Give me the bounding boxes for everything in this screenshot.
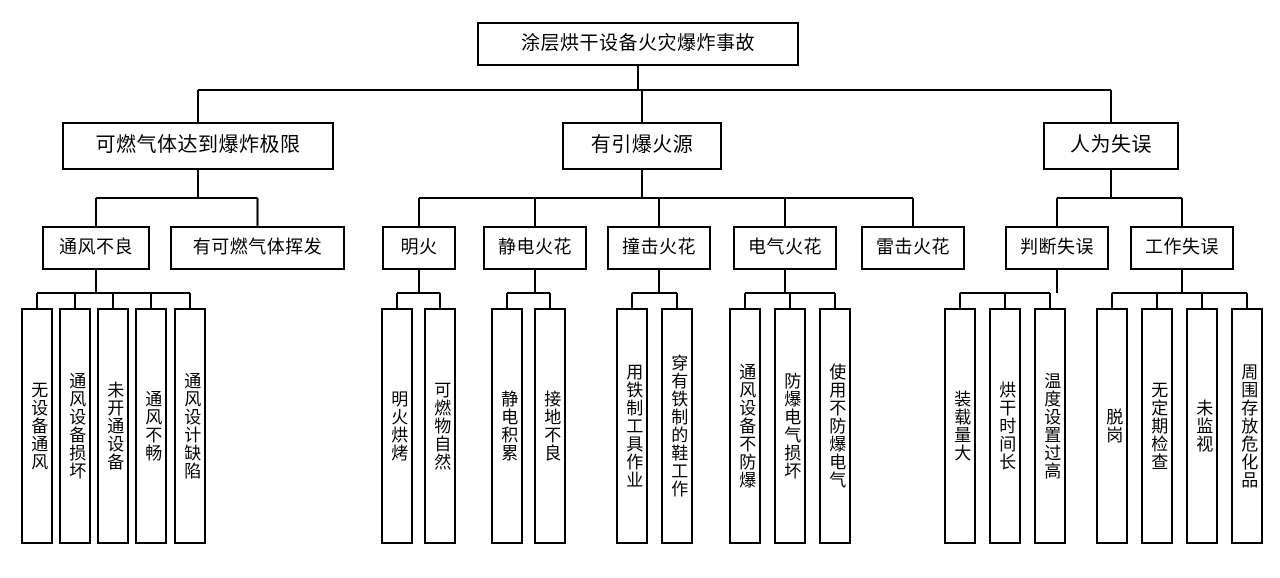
node-label: 可燃气体达到爆炸极限	[95, 134, 301, 157]
leaf-node-8[interactable]: 接地不良	[534, 308, 566, 544]
leaf-node-7[interactable]: 静电积累	[491, 308, 523, 544]
node-label: 温度设置过高	[1041, 372, 1061, 480]
leaf-node-0[interactable]: 无设备通风	[21, 308, 53, 544]
level2-node-7[interactable]: 判断失误	[1005, 226, 1109, 270]
level2-node-5[interactable]: 电气火花	[733, 226, 837, 270]
node-label: 涂层烘干设备火灾爆炸事故	[520, 32, 755, 54]
node-label: 烘干时间长	[996, 381, 1016, 471]
node-label: 脱岗	[1103, 408, 1123, 444]
level2-node-1[interactable]: 有可燃气体挥发	[170, 226, 345, 270]
leaf-node-10[interactable]: 穿有铁制的鞋工作	[661, 308, 693, 544]
level2-node-2[interactable]: 明火	[382, 226, 456, 270]
node-label: 周围存放危化品	[1238, 363, 1258, 489]
level1-node-0[interactable]: 可燃气体达到爆炸极限	[62, 122, 334, 170]
node-label: 可燃物自然	[431, 381, 451, 471]
node-label: 通风设计缺陷	[181, 372, 201, 480]
leaf-node-18[interactable]: 无定期检查	[1141, 308, 1173, 544]
root-node[interactable]: 涂层烘干设备火灾爆炸事故	[477, 22, 799, 66]
leaf-node-14[interactable]: 装载量大	[944, 308, 976, 544]
node-label: 明火	[400, 237, 438, 258]
node-label: 雷击火花	[876, 237, 950, 258]
node-label: 通风设备损坏	[66, 372, 86, 480]
leaf-node-19[interactable]: 未监视	[1186, 308, 1218, 544]
level2-node-4[interactable]: 撞击火花	[607, 226, 711, 270]
node-label: 装载量大	[951, 390, 971, 462]
node-label: 电气火花	[748, 237, 822, 258]
level1-node-1[interactable]: 有引爆火源	[562, 122, 722, 170]
node-label: 明火烘烤	[388, 390, 408, 462]
leaf-node-11[interactable]: 通风设备不防爆	[729, 308, 761, 544]
leaf-node-15[interactable]: 烘干时间长	[989, 308, 1021, 544]
leaf-node-2[interactable]: 未开通设备	[97, 308, 129, 544]
node-label: 工作失误	[1145, 237, 1219, 258]
leaf-node-12[interactable]: 防爆电气损坏	[774, 308, 806, 544]
level2-node-0[interactable]: 通风不良	[42, 226, 150, 270]
level2-node-6[interactable]: 雷击火花	[861, 226, 965, 270]
leaf-node-3[interactable]: 通风不畅	[135, 308, 167, 544]
node-label: 无设备通风	[28, 381, 48, 471]
node-label: 使用不防爆电气	[826, 363, 846, 489]
leaf-node-20[interactable]: 周围存放危化品	[1231, 308, 1263, 544]
leaf-node-1[interactable]: 通风设备损坏	[59, 308, 91, 544]
node-label: 有引爆火源	[590, 134, 694, 157]
node-label: 防爆电气损坏	[781, 372, 801, 480]
leaf-node-13[interactable]: 使用不防爆电气	[819, 308, 851, 544]
node-label: 通风不良	[59, 237, 133, 258]
node-label: 接地不良	[541, 390, 561, 462]
leaf-node-4[interactable]: 通风设计缺陷	[174, 308, 206, 544]
level2-node-3[interactable]: 静电火花	[483, 226, 587, 270]
node-label: 人为失误	[1070, 134, 1152, 157]
node-label: 静电积累	[498, 390, 518, 462]
leaf-node-17[interactable]: 脱岗	[1096, 308, 1128, 544]
node-label: 用铁制工具作业	[623, 363, 643, 489]
leaf-node-6[interactable]: 可燃物自然	[424, 308, 456, 544]
leaf-node-9[interactable]: 用铁制工具作业	[616, 308, 648, 544]
node-label: 未开通设备	[104, 381, 124, 471]
leaf-node-5[interactable]: 明火烘烤	[381, 308, 413, 544]
level1-node-2[interactable]: 人为失误	[1043, 122, 1179, 170]
node-label: 静电火花	[498, 237, 572, 258]
node-label: 未监视	[1193, 399, 1213, 453]
level2-node-8[interactable]: 工作失误	[1130, 226, 1234, 270]
node-label: 穿有铁制的鞋工作	[668, 354, 688, 498]
node-label: 判断失误	[1020, 237, 1094, 258]
node-label: 通风不畅	[142, 390, 162, 462]
leaf-node-16[interactable]: 温度设置过高	[1034, 308, 1066, 544]
node-label: 有可燃气体挥发	[192, 237, 323, 258]
node-label: 撞击火花	[622, 237, 696, 258]
node-label: 无定期检查	[1148, 381, 1168, 471]
node-label: 通风设备不防爆	[736, 363, 756, 489]
